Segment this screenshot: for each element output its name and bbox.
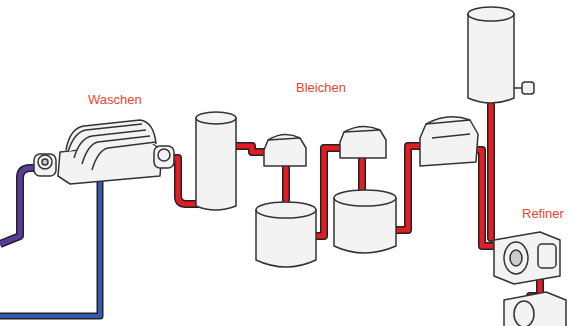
transfer-pump bbox=[154, 146, 174, 168]
storage-tank bbox=[196, 112, 236, 210]
bleach-tower bbox=[256, 202, 316, 267]
inlet-pump bbox=[34, 154, 56, 176]
refiner-machine bbox=[504, 292, 566, 326]
filtrate-pipe bbox=[0, 178, 100, 316]
bleach-mixer bbox=[264, 134, 306, 166]
stage-label: Waschen bbox=[88, 92, 142, 108]
bleach-washer bbox=[420, 117, 478, 166]
inlet-pipe bbox=[0, 168, 36, 244]
pulp-chest bbox=[468, 7, 534, 103]
bleach-mixer bbox=[340, 126, 386, 158]
washer bbox=[58, 120, 162, 184]
stage-label: Bleichen bbox=[296, 80, 346, 96]
stage-label: Refiner bbox=[522, 206, 564, 222]
bleach-tower bbox=[334, 190, 396, 253]
pulp-pipes bbox=[172, 104, 540, 296]
refiner-machine bbox=[494, 232, 560, 284]
